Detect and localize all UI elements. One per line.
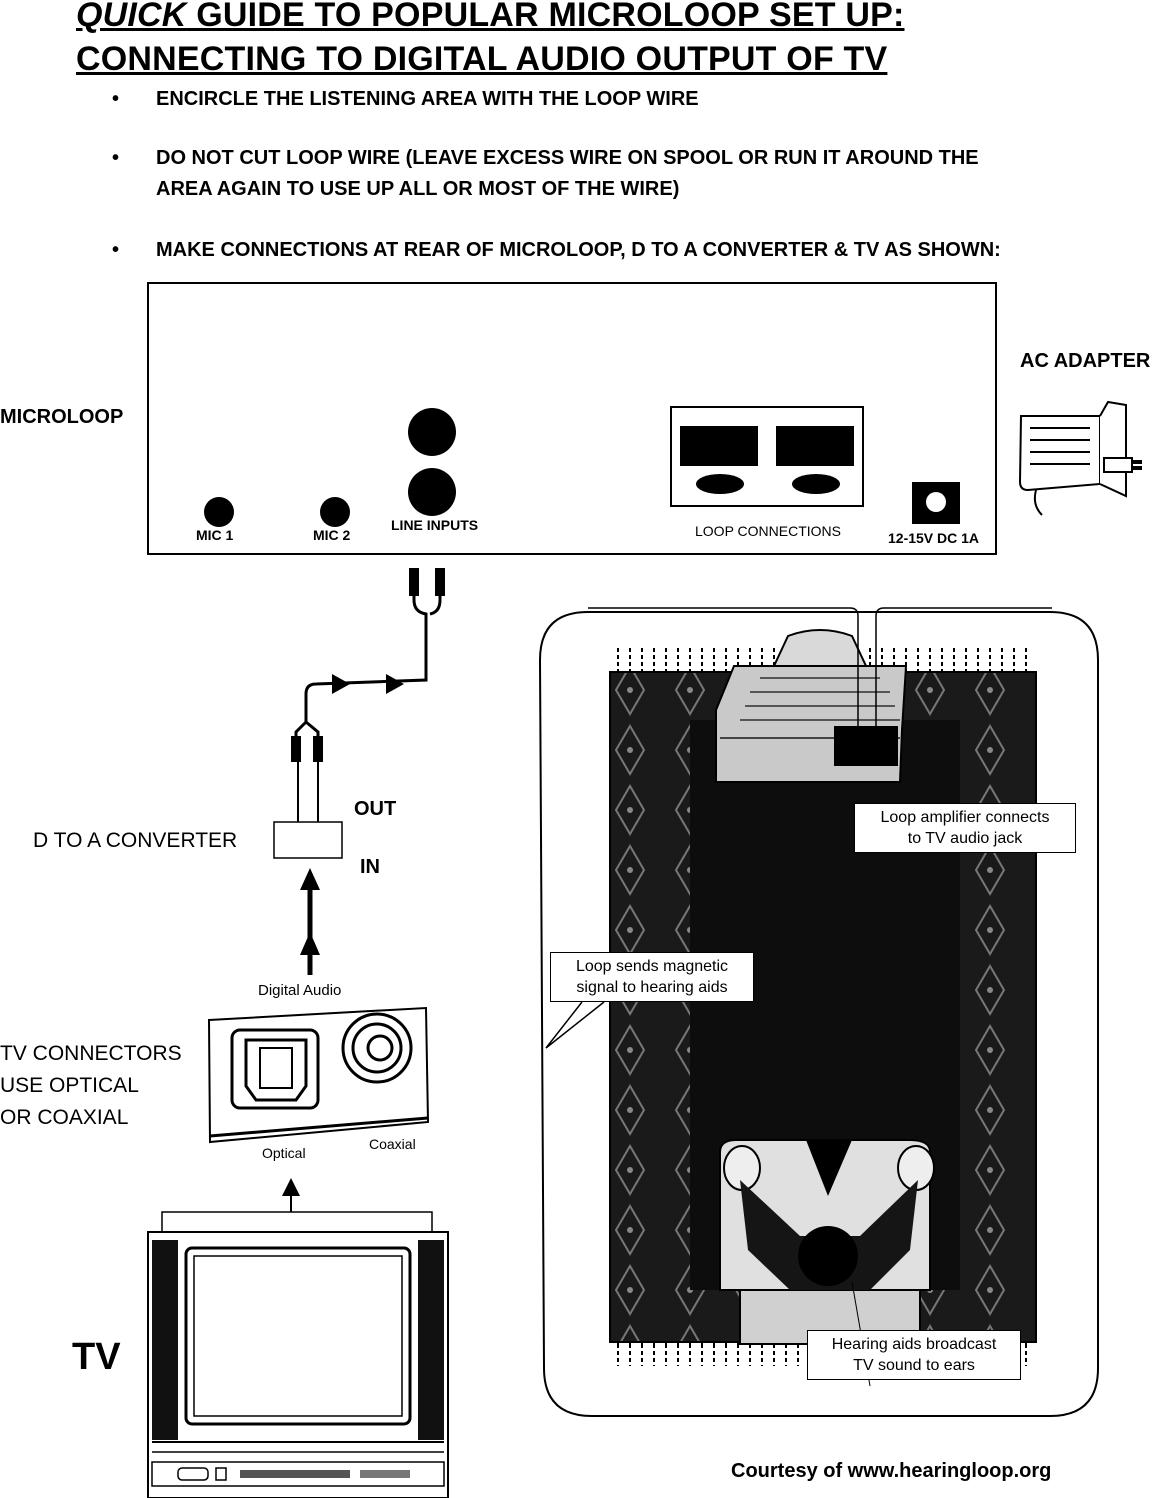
line-inputs-label: LINE INPUTS [391, 517, 479, 533]
tv-connectors-note: TV CONNECTORS USE OPTICAL OR COAXIAL [0, 1042, 182, 1129]
line-input-jack-top [408, 408, 456, 456]
digital-audio-label: Digital Audio [258, 982, 342, 999]
converter-box [273, 821, 343, 859]
page-title-line1: QUICK GUIDE TO POPULAR MICROLOOP SET UP: [76, 0, 905, 34]
power-label: 12-15V DC 1A [888, 530, 980, 546]
loop-wire [875, 607, 1052, 726]
callout-hearing-aids: Hearing aids broadcast TV sound to ears [807, 1330, 1021, 1380]
loop-wire [588, 607, 859, 726]
callout-loop: Loop sends magnetic signal to hearing ai… [550, 952, 754, 1002]
coaxial-label: Coaxial [369, 1136, 416, 1152]
mic2-label: MIC 2 [313, 527, 351, 543]
loop-amplifier [834, 726, 898, 766]
loop-connections-label: LOOP CONNECTIONS [695, 523, 841, 539]
microloop-unit [147, 282, 997, 555]
line-input-jack-bottom [408, 468, 456, 516]
microloop-label: MICROLOOP [0, 406, 124, 428]
tv-label: TV [72, 1336, 121, 1378]
converter-in-label: IN [360, 856, 380, 878]
callout-amplifier: Loop amplifier connects to TV audio jack [854, 803, 1076, 853]
mic1-jack [204, 497, 234, 527]
callout-pointer [545, 1001, 605, 1049]
optical-label: Optical [262, 1145, 306, 1161]
digital-audio-cable [300, 868, 320, 975]
rca-cable [294, 572, 442, 822]
ac-adapter-label: AC ADAPTER [1020, 350, 1151, 372]
mic1-label: MIC 1 [196, 527, 234, 543]
credit-text: Courtesy of www.hearingloop.org [731, 1460, 1052, 1482]
converter-label: D TO A CONVERTER [33, 829, 238, 852]
converter-out-label: OUT [354, 798, 397, 820]
tv-set [147, 1231, 449, 1498]
rca-plugs [291, 568, 445, 762]
ac-adapter-icon [1018, 400, 1142, 516]
tv-output-arrow [161, 1178, 433, 1232]
tv-connector-panel [207, 1006, 430, 1144]
armchair-with-person [719, 1139, 935, 1345]
mic2-jack [320, 497, 350, 527]
page-title-line2: CONNECTING TO DIGITAL AUDIO OUTPUT OF TV [76, 40, 888, 78]
